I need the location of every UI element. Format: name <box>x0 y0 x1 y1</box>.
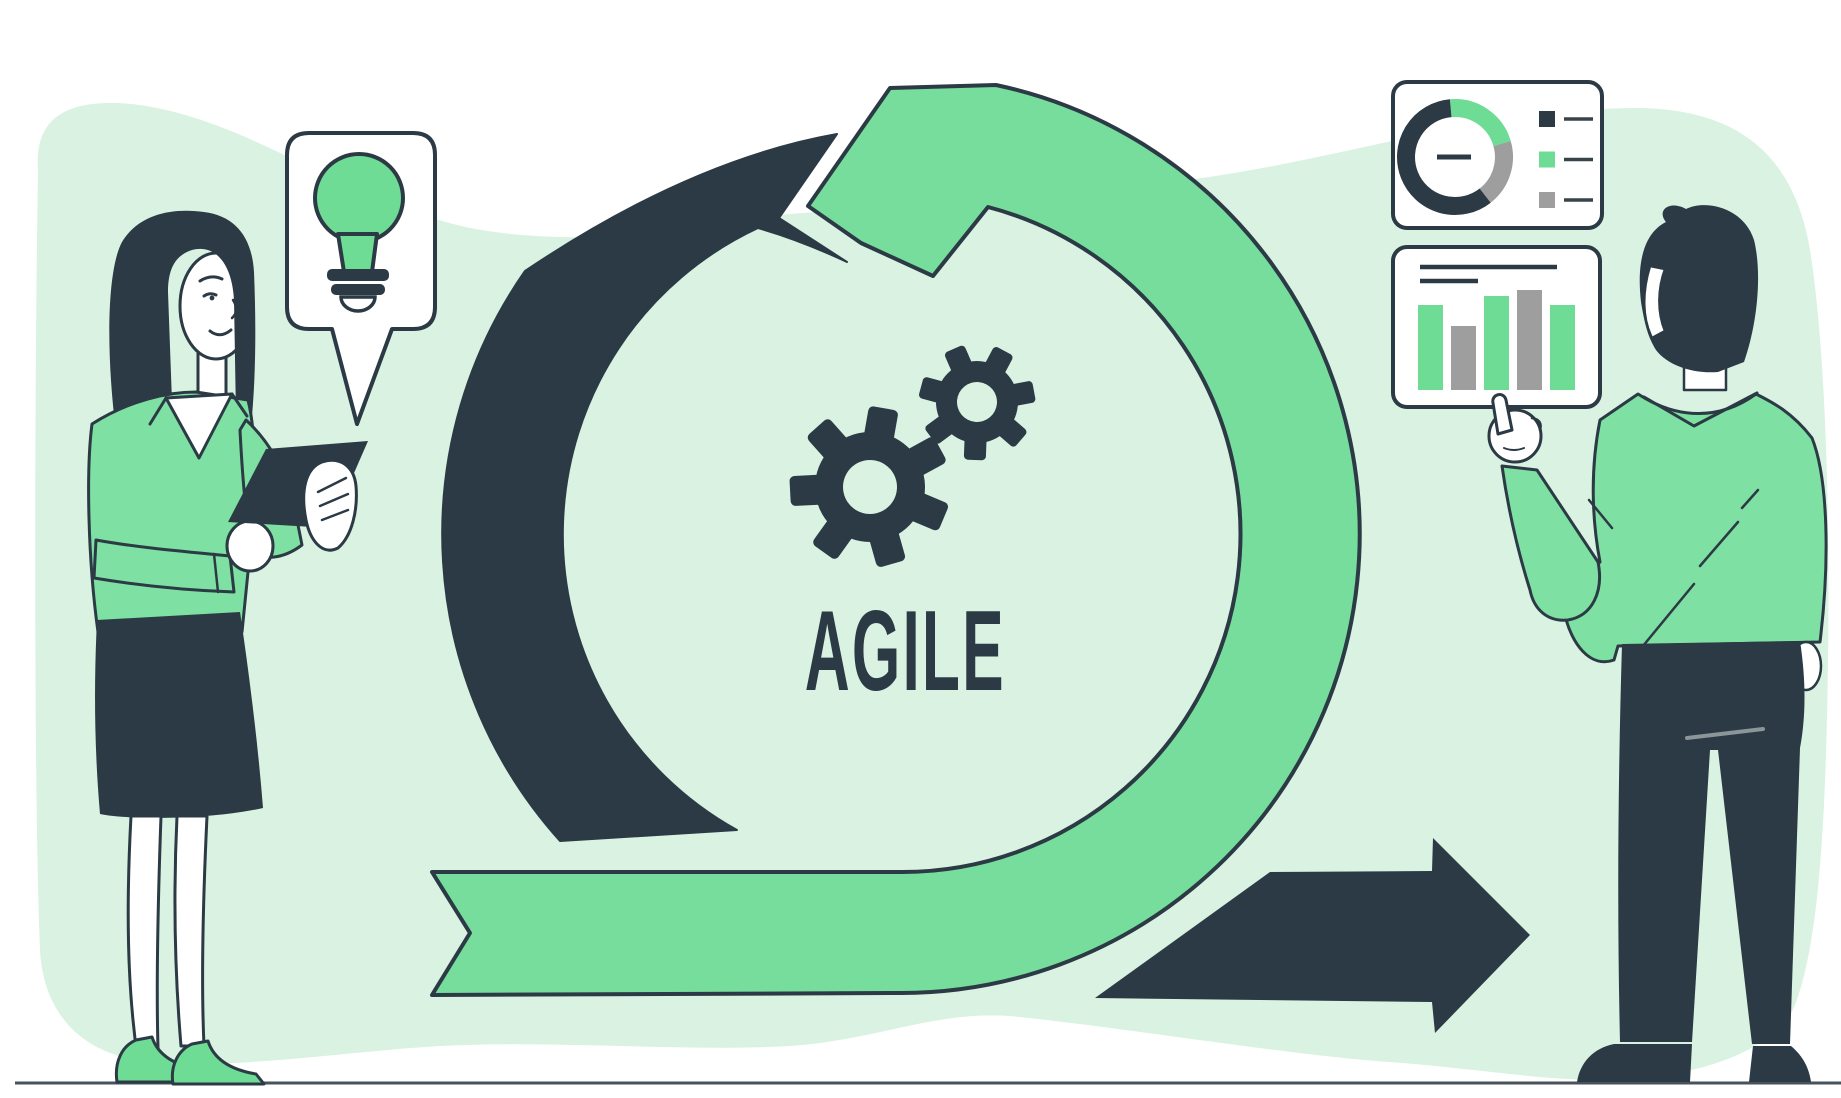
man-figure <box>1487 205 1828 1082</box>
woman-figure <box>87 210 368 1086</box>
man-pants <box>1618 641 1805 1044</box>
woman-cuff-line <box>212 552 220 594</box>
man-forearm <box>1500 464 1601 622</box>
bar <box>1451 326 1476 390</box>
donut-card <box>1391 80 1604 230</box>
woman-mouth <box>208 328 233 337</box>
woman-blazer <box>87 390 257 641</box>
man-pocket-line <box>1685 727 1765 740</box>
man-shirt-creases <box>1587 488 1760 654</box>
forward-arrow-icon <box>1095 838 1530 1033</box>
woman-skirt <box>95 612 263 818</box>
agile-label: AGILE <box>805 588 1006 715</box>
bar <box>1550 305 1575 390</box>
bar <box>1484 296 1509 390</box>
woman-finger-lines <box>316 476 350 522</box>
donut-segment-green <box>1449 99 1511 147</box>
man-shirt <box>1560 392 1828 664</box>
man-shoe-right <box>1749 1046 1811 1082</box>
speech-bubble <box>285 131 437 426</box>
lightbulb-icon <box>313 152 405 313</box>
woman-hand-left <box>225 519 275 573</box>
woman-nose <box>230 298 238 320</box>
legend-swatch <box>1539 192 1555 208</box>
woman-eyebrow <box>198 275 224 283</box>
legend-swatch <box>1539 151 1555 168</box>
man-face-sliver <box>1642 264 1667 340</box>
woman-shoe-right <box>170 1039 266 1086</box>
cycle-arrow-green <box>430 83 1362 997</box>
woman-leg-right <box>173 814 209 1048</box>
man-collar <box>1642 391 1759 428</box>
bar <box>1517 290 1542 390</box>
donut-segment-gray <box>1479 141 1513 203</box>
donut-chart-icon <box>1397 99 1513 215</box>
gear-small-icon <box>919 345 1036 461</box>
woman-collar <box>164 392 234 460</box>
bar <box>1418 305 1443 390</box>
woman-hand-right <box>302 458 358 552</box>
woman-lapel-lines <box>148 392 249 426</box>
cycle-arrow-dark <box>441 133 848 842</box>
man-pointing-hand <box>1487 393 1543 464</box>
man-shoe-left <box>1577 1044 1692 1082</box>
donut-segment-dark <box>1397 99 1491 215</box>
woman-leg-left <box>126 814 163 1050</box>
woman-eye-pupil <box>209 295 215 301</box>
woman-eye <box>202 292 218 298</box>
bar-chart-icon <box>1418 290 1575 390</box>
woman-hair <box>109 210 256 422</box>
bar-card <box>1391 245 1602 409</box>
donut-legend <box>1539 111 1593 208</box>
woman-forearm <box>92 538 236 594</box>
legend-swatch <box>1539 111 1555 127</box>
man-hair <box>1639 205 1759 373</box>
gear-large-icon <box>789 406 949 567</box>
